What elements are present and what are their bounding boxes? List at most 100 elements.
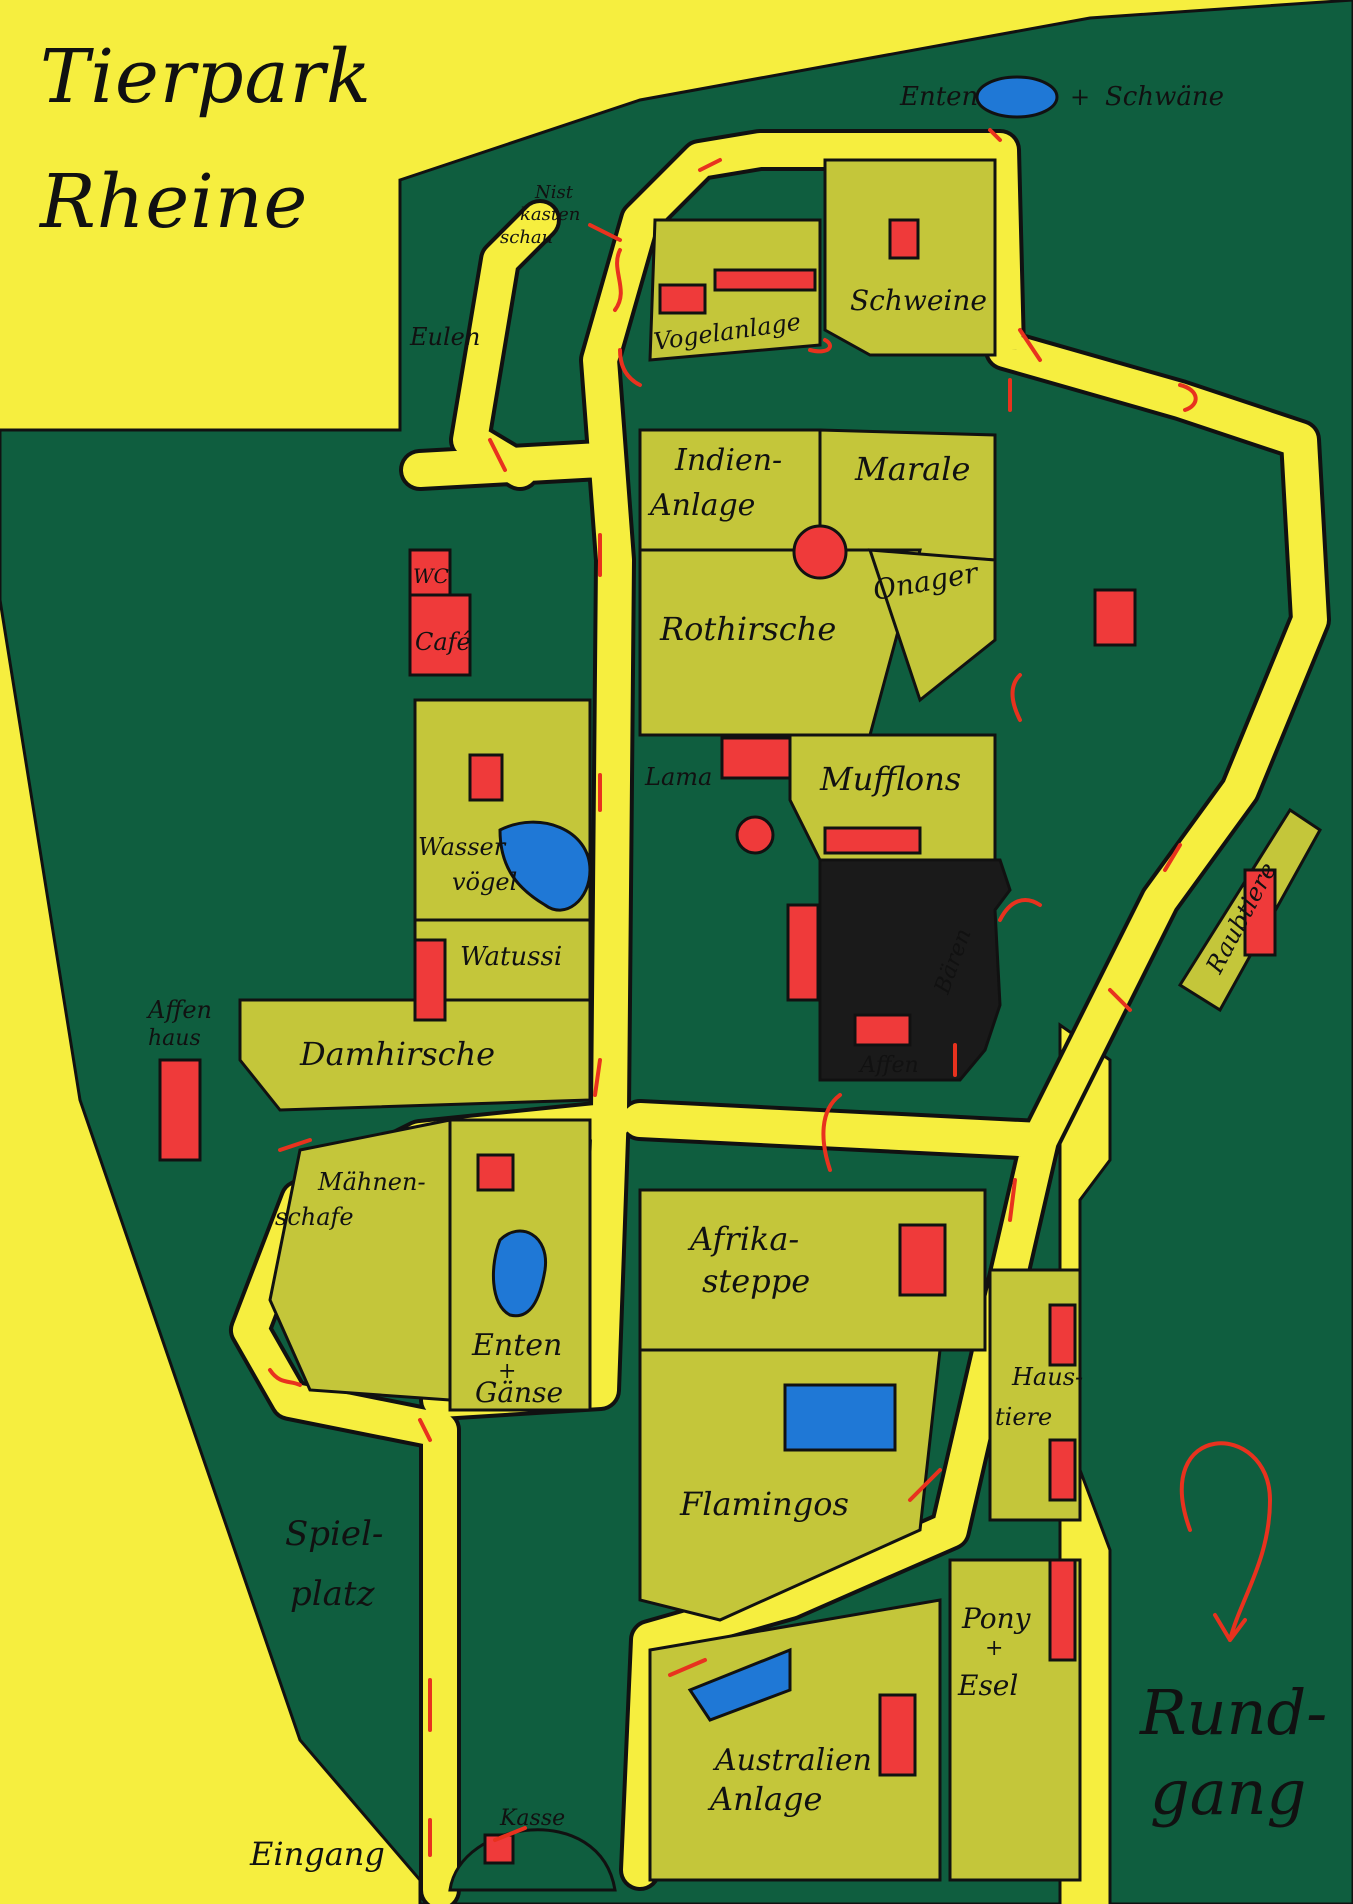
arrow-14 (1018, 328, 1042, 362)
arrow-7 (821, 1093, 842, 1172)
enclosure-pony-esel (948, 1558, 1082, 1882)
legend-rundgang-line1: Rund- (1140, 1676, 1328, 1749)
label-kasse: Kasse (499, 1806, 565, 1831)
building-affenhaus (158, 1058, 202, 1162)
bear-enclosure (818, 858, 1012, 1082)
legend-rundgang-line2: gang (1150, 1756, 1307, 1829)
label-australien-2: Anlage (707, 1780, 822, 1818)
building-maehnenschafe (476, 1153, 515, 1192)
label-mufflons: Mufflons (819, 760, 961, 798)
label-afrika-1: Afrika- (687, 1220, 799, 1258)
label-indien-2: Anlage (647, 488, 755, 523)
label-schweine: Schweine (850, 284, 987, 317)
buildings (158, 218, 1277, 1867)
label-spielplatz-1: Spiel- (285, 1514, 383, 1554)
building-afrikasteppe (898, 1223, 947, 1297)
enclosure-australien (648, 1598, 942, 1882)
building-haustiere-2 (1048, 1438, 1077, 1502)
arrow-27 (268, 1368, 302, 1387)
label-schwaene: Schwäne (1105, 82, 1224, 112)
label-indien-1: Indien- (674, 443, 782, 478)
label-nist-2: kasten (520, 204, 580, 225)
building-watussi (413, 938, 447, 1022)
footpaths (229, 129, 1331, 1904)
label-australien-1: Australien (712, 1743, 872, 1778)
building-vogelanlage-2 (713, 268, 817, 292)
building-australien (878, 1693, 917, 1777)
building-raubtiere (1243, 868, 1277, 957)
label-haustiere-2: tiere (995, 1403, 1052, 1431)
arrow-20 (618, 348, 642, 387)
arrow-17 (698, 158, 722, 172)
arrow-21 (808, 338, 832, 354)
arrow-11 (1163, 843, 1182, 872)
building-haustiere-1 (1048, 1303, 1077, 1367)
building-indien (792, 524, 848, 580)
building-vogelanlage-1 (658, 283, 707, 315)
arrow-12 (1010, 673, 1022, 722)
pond-enten-schwaene (975, 75, 1059, 119)
label-maehnen-2: schafe (275, 1203, 354, 1231)
label-enten-gaense-3: Gänse (475, 1376, 563, 1409)
label-enten-gaense-2: + (498, 1359, 516, 1384)
label-eulen: Eulen (409, 323, 480, 351)
label-damhirsche: Damhirsche (299, 1035, 495, 1073)
enclosures (238, 158, 1322, 1882)
label-cafe: Café (415, 628, 471, 656)
arrow-22 (488, 438, 507, 472)
label-afrika-2: steppe (702, 1262, 810, 1300)
label-rothirsche: Rothirsche (659, 610, 836, 648)
label-nist-1: Nist (534, 182, 574, 203)
enclosure-onager (867, 548, 997, 703)
label-affen: Affen (858, 1053, 919, 1078)
label-affenhaus-1: Affen (146, 996, 212, 1024)
label-voegel: vögel (452, 868, 517, 896)
legend-loop-arrow (1180, 1441, 1273, 1642)
building-east (1093, 588, 1137, 647)
label-spielplatz-2: platz (290, 1574, 376, 1614)
label-affenhaus-2: haus (148, 1026, 201, 1051)
label-lama: Lama (644, 763, 712, 791)
arrow-25 (593, 1058, 602, 1097)
label-enten-gaense-1: Enten (471, 1328, 562, 1363)
pond-wasservoegel (498, 820, 592, 912)
building-pony (1048, 1558, 1077, 1662)
arrow-18 (588, 223, 622, 242)
label-pony-1: Pony (961, 1602, 1032, 1635)
building-wc (408, 548, 452, 597)
pond-australien (687, 1647, 792, 1722)
building-round (735, 815, 775, 855)
label-flamingos: Flamingos (679, 1485, 849, 1523)
arrow-5 (908, 1468, 942, 1502)
label-wasser: Wasser (418, 833, 507, 861)
tour-route-arrows (268, 128, 1273, 1857)
label-enten-a: Enten (899, 82, 978, 112)
pool-flamingos (783, 1383, 897, 1452)
arrow-16 (988, 128, 1002, 142)
label-nist-3: schau (500, 227, 553, 248)
building-bears (786, 903, 820, 1002)
building-mufflons (823, 826, 922, 855)
building-cafe (408, 593, 472, 677)
enclosure-damhirsche (238, 998, 592, 1112)
label-eingang: Eingang (249, 1835, 385, 1873)
arrow-10 (1108, 988, 1132, 1012)
building-wasservoegel (468, 753, 504, 802)
arrow-26 (278, 1138, 312, 1152)
arrow-4 (668, 1658, 707, 1677)
map-title-line1: Tierpark (40, 34, 372, 120)
label-watussi: Watussi (460, 942, 562, 972)
label-haustiere-1: Haus- (1011, 1363, 1083, 1391)
arrow-15 (1178, 383, 1198, 412)
building-lama (720, 736, 792, 780)
arrow-6 (1008, 1178, 1017, 1222)
label-marale: Marale (854, 450, 970, 488)
map-title-line2: Rheine (40, 159, 309, 245)
building-schweine (888, 218, 920, 260)
building-affen (853, 1013, 912, 1047)
label-maehnen-1: Mähnen- (317, 1168, 426, 1196)
water-bodies (491, 75, 1059, 1722)
arrow-3 (493, 1826, 527, 1842)
arrow-9 (998, 898, 1042, 922)
